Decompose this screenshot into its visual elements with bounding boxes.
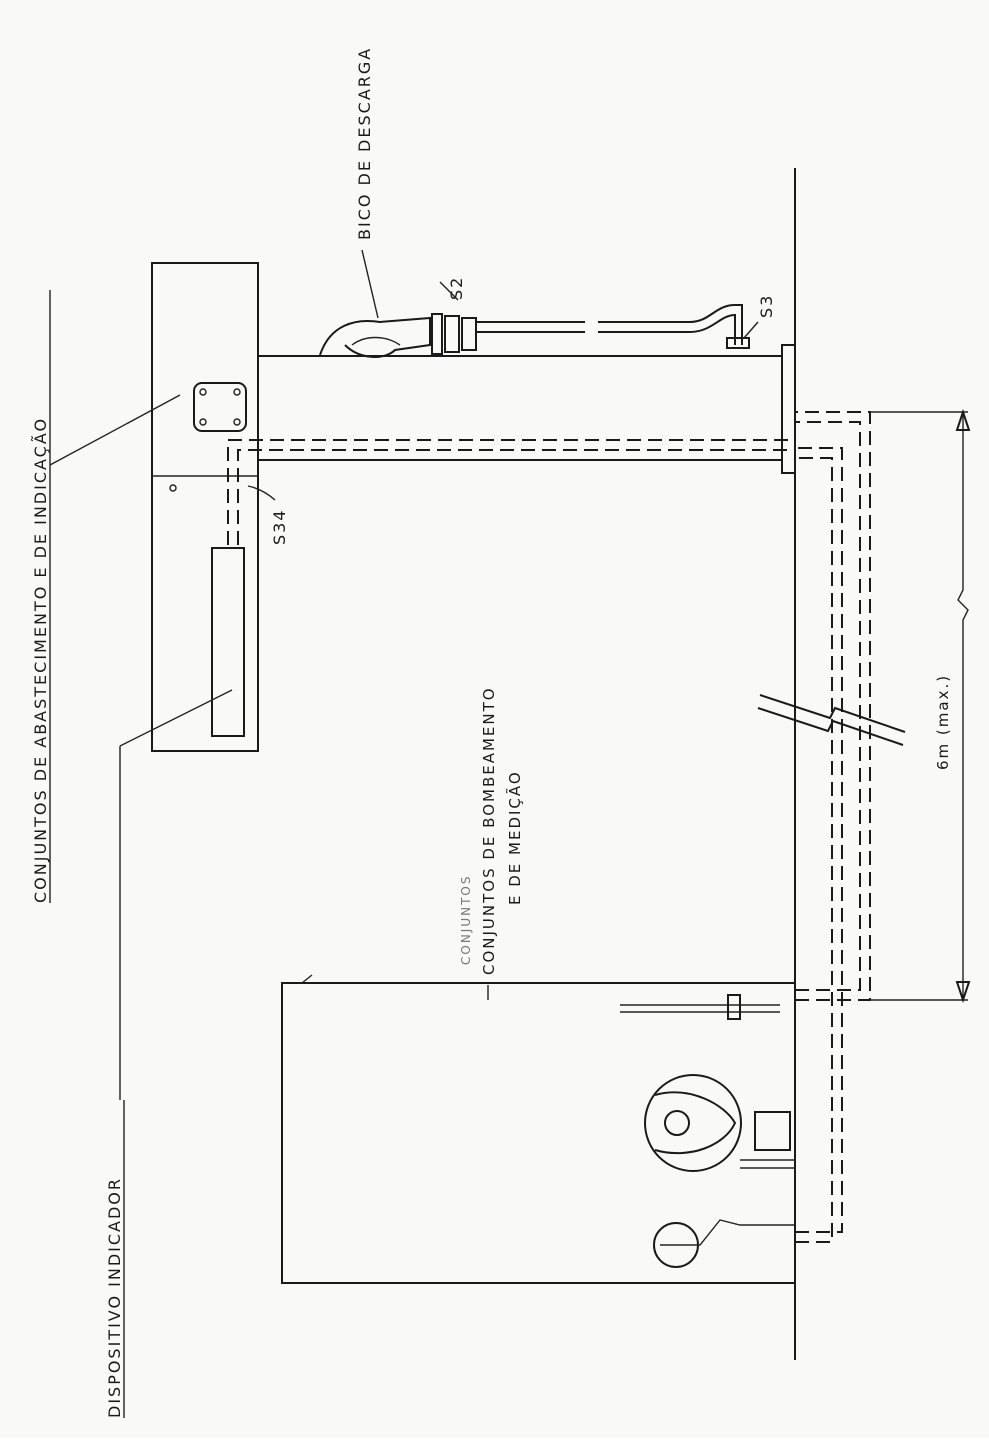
pump-cabinet: [281, 982, 796, 1284]
nozzle-coupling: [461, 317, 477, 351]
indicator-window: [211, 547, 245, 737]
hose-segment: [476, 321, 585, 333]
indicador-leader: [119, 689, 233, 747]
dispenser-head-box: [151, 262, 259, 752]
cabinet-hook: [301, 974, 313, 984]
conjuntos-bombeamento-line1: CONJUNTOS DE BOMBEAMENTO: [480, 686, 498, 975]
dispositivo-indicador-label: DISPOSITIVO INDICADOR: [105, 1177, 124, 1418]
bico-descarga-label: BICO DE DESCARGA: [355, 47, 374, 240]
flange-plate: [193, 382, 247, 432]
dimension-arrow-top: [955, 408, 971, 431]
inlet-pipe: [740, 1159, 795, 1169]
s3-leader: [743, 321, 759, 339]
abastecimento-leader: [49, 394, 181, 466]
flange-bolt: [199, 418, 207, 426]
dimension-arrow-bottom: [955, 981, 971, 1004]
underground-pipe-dashed: [795, 447, 843, 1233]
flange-bolt: [233, 418, 241, 426]
s34-leader: [247, 485, 276, 501]
underground-pipe-dashed: [795, 457, 833, 1243]
flange-bolt: [199, 388, 207, 396]
conjuntos-bombeamento-line2: E DE MEDIÇÃO: [505, 770, 524, 905]
s34-label: S34: [270, 508, 289, 545]
motor-pipe: [660, 1219, 795, 1246]
break-mark: [759, 694, 906, 733]
break-mark: [757, 707, 904, 746]
head-screw: [169, 484, 177, 492]
discharge-nozzle: [319, 316, 431, 358]
internal-pipe-dashed: [227, 439, 790, 545]
hose-clamp: [726, 337, 750, 349]
dimension-line: [957, 412, 969, 1000]
flange-bolt: [233, 388, 241, 396]
s3-label: S3: [757, 294, 776, 318]
s2-label: S2: [447, 276, 466, 300]
pump-housing: [654, 1091, 737, 1155]
pump-hub: [664, 1110, 690, 1136]
bico-leader: [361, 249, 379, 319]
dimension-label: 6m (max.): [934, 674, 952, 770]
underground-pipe-dashed: [795, 421, 861, 991]
pump-outlet-pipe: [620, 1004, 780, 1013]
internal-pipe-dashed: [237, 449, 790, 545]
outlet-clamp: [727, 994, 741, 1020]
nozzle-coupling: [431, 313, 443, 355]
pump-wheel: [644, 1074, 742, 1172]
hose-segment: [598, 304, 743, 345]
column-base-flange: [781, 344, 796, 474]
pump-fitting: [754, 1111, 791, 1151]
nozzle-trigger: [351, 336, 401, 346]
s2-leader: [439, 281, 459, 301]
underground-pipe-dashed: [795, 411, 871, 1001]
nozzle-coupling: [444, 315, 460, 353]
conjuntos-handwritten-label: CONJUNTOS: [459, 875, 473, 966]
conjuntos-abastecimento-label: CONJUNTOS DE ABASTECIMENTO E DE INDICAÇÃ…: [31, 417, 50, 903]
